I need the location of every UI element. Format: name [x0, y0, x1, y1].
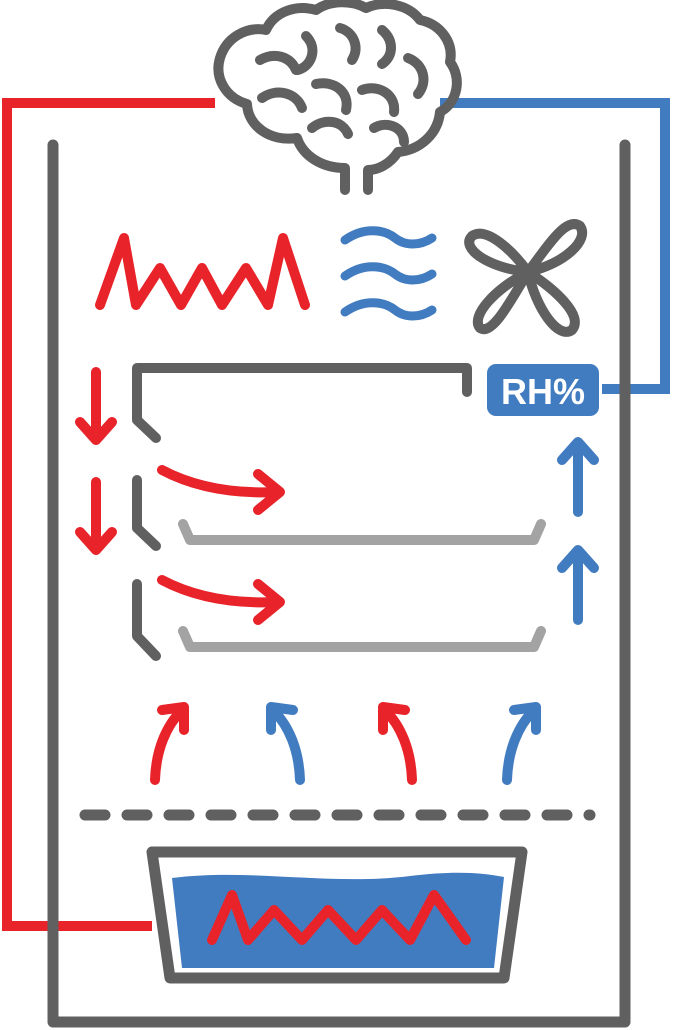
down-arrow-1: [75, 367, 117, 445]
water-tray: [146, 846, 528, 984]
upper-duct: [132, 363, 472, 443]
down-arrow-2: [75, 477, 117, 555]
up-arrow-upper: [557, 437, 599, 517]
rising-arrow-red-2: [378, 702, 417, 785]
blue-control-line: [440, 98, 670, 394]
shelf-lower: [178, 626, 546, 652]
rising-arrow-blue-2: [502, 702, 541, 785]
air-waves-icon: [340, 226, 437, 321]
right-up-arrows: [557, 437, 599, 625]
rh-sensor-box: [487, 364, 599, 416]
heating-element-icon: [95, 233, 310, 310]
water-heater-icon: [207, 890, 471, 945]
left-down-arrows: [75, 367, 117, 555]
flow-arrow-upper: [157, 465, 285, 515]
horizontal-flow-arrows: [157, 465, 285, 625]
rh-sensor-label: RH%: [501, 371, 585, 412]
vent-baffles: [132, 475, 161, 661]
flow-arrow-lower: [157, 575, 285, 625]
water-tray-outline: [146, 846, 528, 984]
rh-sensor: RH%: [487, 364, 599, 416]
shelves: [178, 519, 546, 652]
rising-arrows: [150, 702, 541, 785]
rising-arrow-blue-1: [266, 702, 305, 785]
red-control-line: [2, 98, 215, 931]
rising-arrow-red-1: [150, 702, 189, 785]
up-arrow-lower: [557, 545, 599, 625]
chamber-wall: [47, 139, 631, 1028]
shelf-upper: [178, 519, 546, 545]
fan-icon: [464, 219, 587, 337]
brain-icon: [213, 0, 462, 195]
